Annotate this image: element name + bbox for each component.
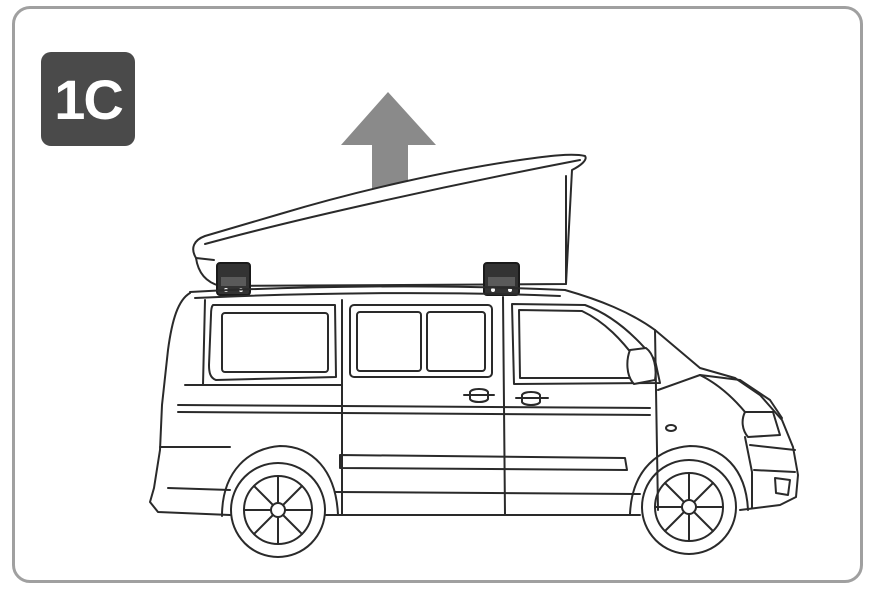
step-badge: 1C: [41, 52, 135, 146]
rear-wheel: [230, 462, 326, 558]
front-wheel: [641, 459, 737, 555]
roof-tent-illustration: [192, 153, 587, 287]
camper-van-illustration: [149, 285, 799, 558]
up-arrow-icon: [341, 92, 436, 220]
step-label: 1C: [54, 67, 124, 131]
